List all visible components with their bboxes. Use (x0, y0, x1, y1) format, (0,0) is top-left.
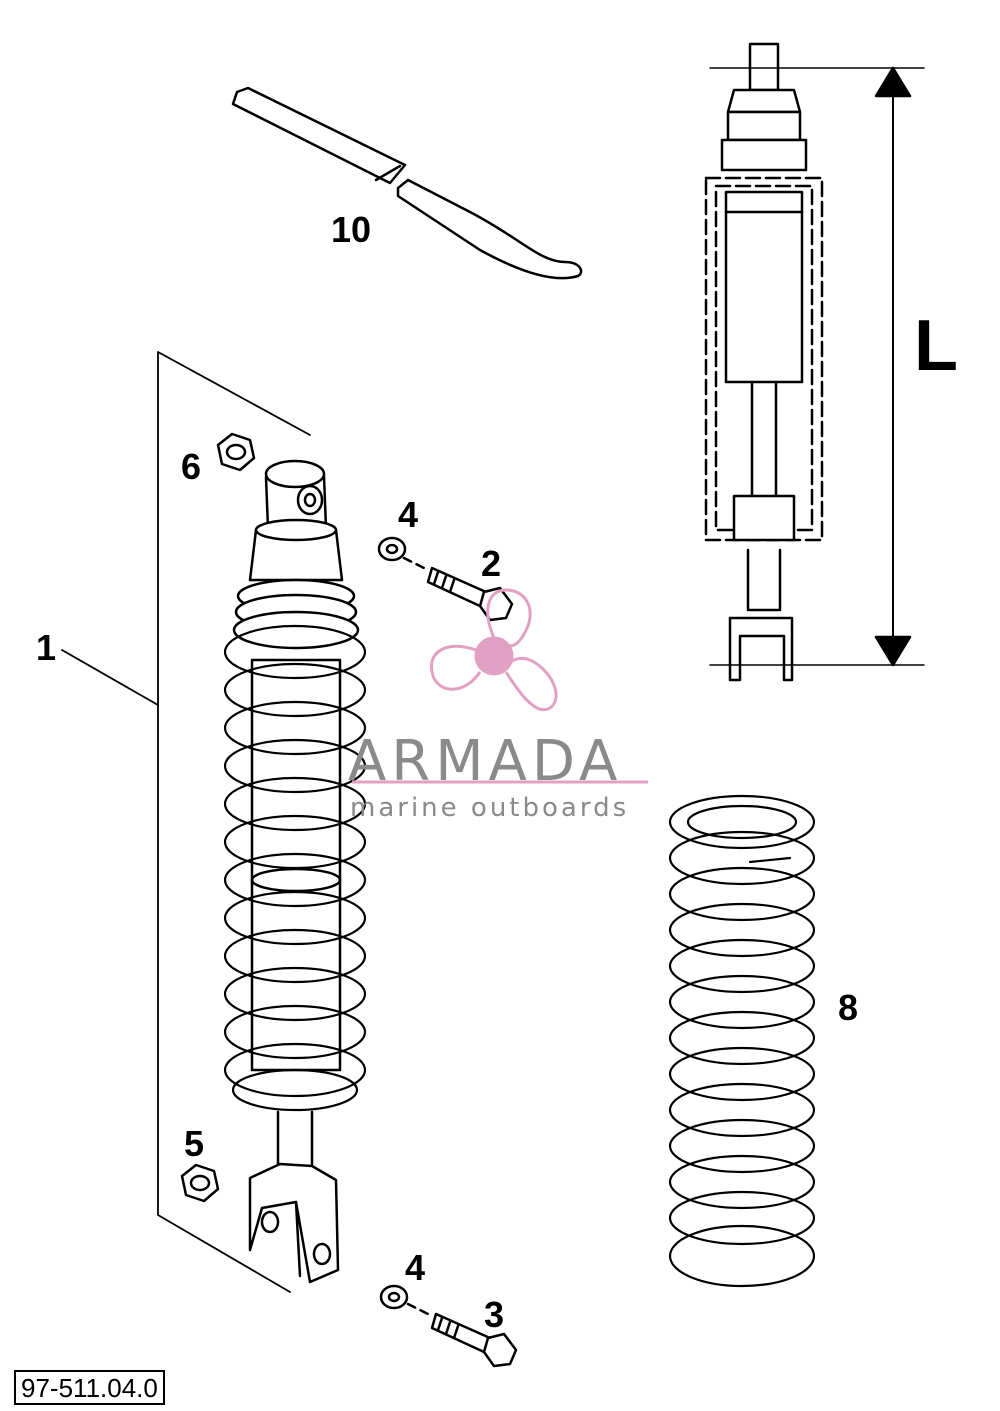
callout-part-5: 5 (184, 1123, 205, 1164)
diagram-reference-code: 97-511.04.0 (14, 1370, 165, 1405)
watermark-brand-name: ARMADA (348, 729, 623, 794)
watermark-propeller-logo (429, 588, 558, 712)
callout-part-4-top: 4 (398, 494, 419, 535)
bolt-part-2 (402, 556, 514, 622)
callout-part-3: 3 (484, 1294, 505, 1335)
dimension-label-l: L (914, 306, 958, 386)
callout-part-2: 2 (481, 543, 502, 584)
callout-part-4-bottom: 4 (405, 1247, 426, 1288)
nut-part-5 (180, 1163, 220, 1203)
hook-wrench-part-10 (231, 86, 583, 280)
callout-part-8: 8 (838, 987, 859, 1028)
assembly-spring-coils (223, 624, 367, 1112)
bolt-part-3 (406, 1302, 518, 1368)
callout-part-10: 10 (331, 209, 372, 250)
washer-part-4-bottom (379, 1284, 409, 1310)
washer-part-4-top (377, 536, 407, 562)
shock-absorber-assembly-part-1 (223, 459, 367, 1284)
watermark-tagline: marine outboards (350, 793, 630, 823)
spring-part-8 (668, 794, 816, 1288)
callout-part-1: 1 (36, 627, 57, 668)
callout-part-6: 6 (181, 446, 202, 487)
nut-part-6 (216, 432, 256, 472)
assembly-bracket (61, 351, 311, 1293)
shock-length-dimension-drawing (704, 42, 925, 682)
